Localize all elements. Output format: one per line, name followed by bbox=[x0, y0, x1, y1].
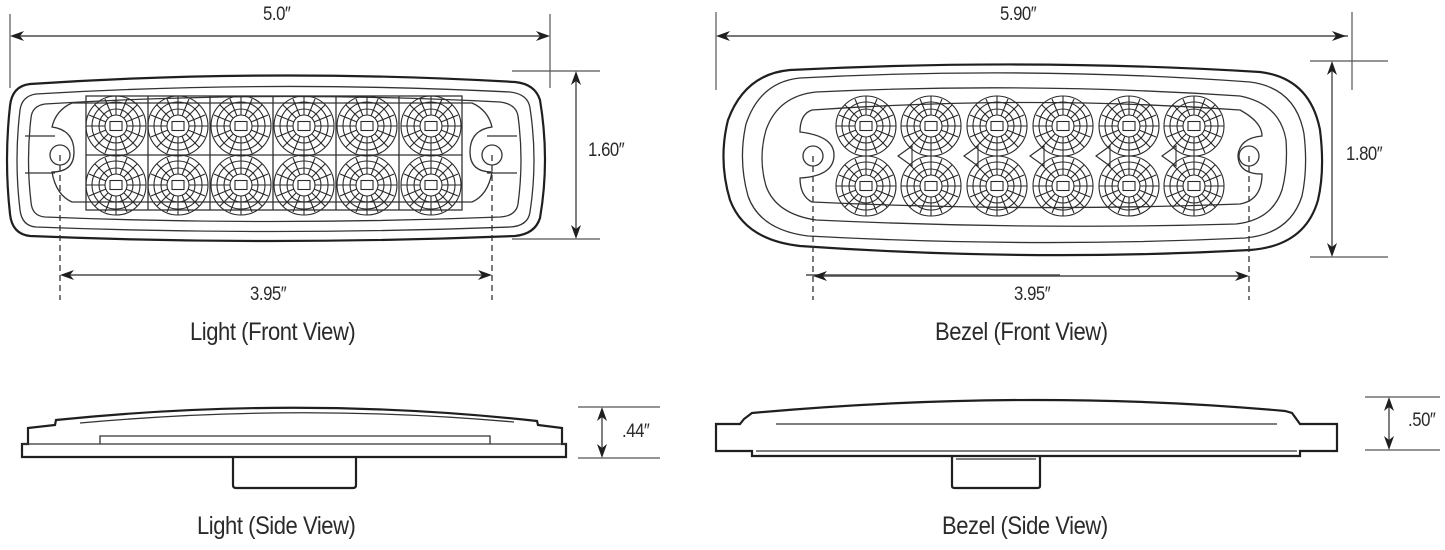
light-outer-outline bbox=[5, 74, 547, 243]
light-mount-spacing-label: 3.95″ bbox=[250, 284, 287, 305]
bezel-width-label: 5.90″ bbox=[1000, 4, 1037, 25]
bezel-height-label: 1.80″ bbox=[1346, 144, 1383, 165]
bezel-mount-spacing-label: 3.95″ bbox=[1014, 284, 1051, 305]
bezel-outer-outline bbox=[722, 63, 1324, 257]
led-array bbox=[85, 95, 463, 216]
light-height-label: 1.60″ bbox=[588, 140, 625, 161]
bezel-led-array bbox=[835, 95, 1225, 217]
light-depth-label: .44″ bbox=[622, 421, 650, 442]
light-side-caption: Light (Side View) bbox=[197, 512, 356, 540]
bezel-side-view bbox=[714, 396, 1440, 490]
light-side-view bbox=[20, 406, 660, 490]
light-front-caption: Light (Front View) bbox=[190, 318, 356, 346]
light-width-label: 5.0″ bbox=[263, 4, 291, 25]
bezel-front-caption: Bezel (Front View) bbox=[935, 318, 1108, 346]
bezel-depth-label: .50″ bbox=[1408, 410, 1436, 431]
bezel-front-view bbox=[715, 12, 1388, 300]
light-front-view bbox=[5, 14, 600, 300]
bezel-side-caption: Bezel (Side View) bbox=[942, 512, 1108, 540]
